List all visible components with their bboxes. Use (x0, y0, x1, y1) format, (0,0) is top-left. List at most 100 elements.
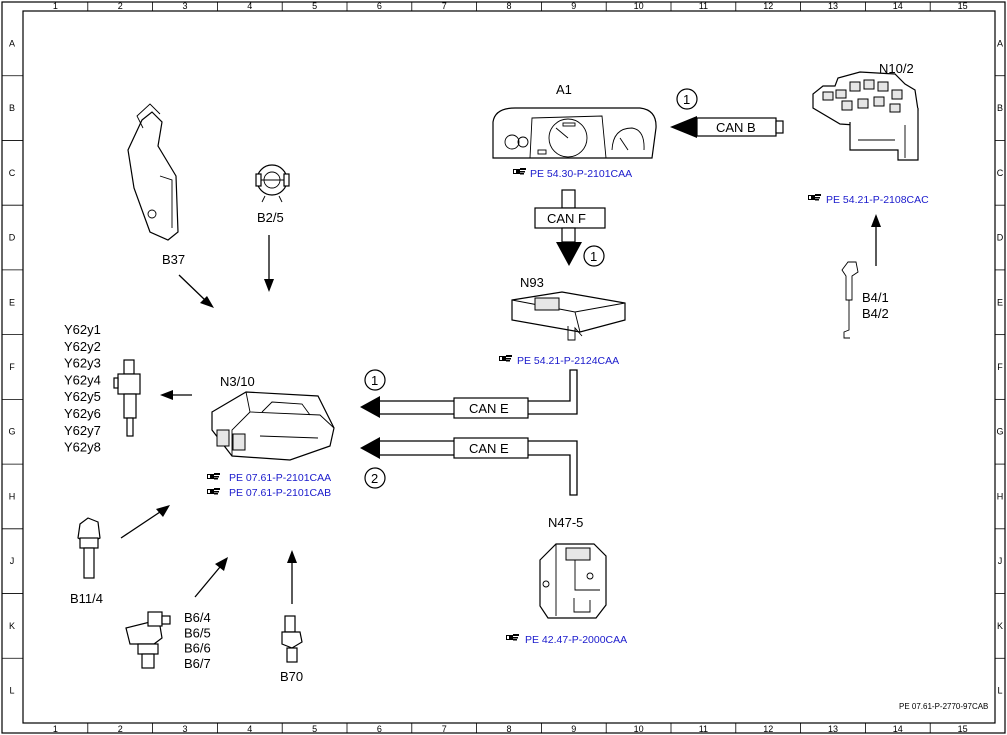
n3-10-reference-text-b: PE 07.61-P-2101CAB (229, 487, 331, 499)
grid-column-label: 6 (377, 1, 382, 11)
n3-10-reference-link-a[interactable]: PE 07.61-P-2101CAA (207, 472, 331, 484)
n10-2-label: N10/2 (879, 61, 914, 76)
b70-label: B70 (280, 669, 303, 684)
grid-column-label: 1 (53, 724, 58, 734)
grid-row-label: B (9, 103, 15, 113)
grid-column-label: 8 (506, 724, 511, 734)
grid-column-label: 2 (118, 724, 123, 734)
n93-reference-text: PE 54.21-P-2124CAA (517, 355, 619, 367)
b37-pedal-value-sensor[interactable]: B37 (127, 103, 214, 308)
a1-instrument-cluster[interactable]: A1 (492, 82, 657, 159)
grid-row-label: J (998, 556, 1003, 566)
grid-row-label: G (996, 427, 1003, 437)
svg-text:2: 2 (371, 471, 378, 486)
marker-2-can-e: 2 (364, 467, 386, 489)
grid-row-label: H (9, 492, 16, 502)
grid-column-label: 3 (182, 724, 187, 734)
n93-reference-link[interactable]: PE 54.21-P-2124CAA (499, 355, 619, 367)
a1-reference-text: PE 54.30-P-2101CAA (530, 168, 632, 180)
y62-label: Y62y3 (64, 356, 101, 371)
n3-10-reference-link-b[interactable]: PE 07.61-P-2101CAB (207, 487, 331, 499)
n3-10-engine-control-unit[interactable]: N3/10 (211, 374, 335, 461)
grid-row-label: D (997, 233, 1004, 243)
n47-5-esp-control-unit[interactable]: N47-5 (539, 515, 607, 619)
grid-column-label: 1 (53, 1, 58, 11)
pointing-hand-icon (207, 473, 220, 480)
grid-column-label: 5 (312, 724, 317, 734)
b6-label: B6/5 (184, 625, 211, 640)
n47-5-label: N47-5 (548, 515, 583, 530)
can-e-connection-2[interactable]: CAN E (360, 437, 578, 496)
can-e-label-1: CAN E (469, 401, 509, 416)
pointing-hand-icon (808, 194, 821, 201)
b11-4-label: B11/4 (70, 591, 103, 606)
n10-2-reference-link[interactable]: PE 54.21-P-2108CAC (808, 194, 929, 206)
y62-label: Y62y6 (64, 406, 101, 421)
n93-central-gateway[interactable]: N93 (511, 275, 626, 341)
b6-label: B6/4 (184, 610, 211, 625)
grid-column-label: 12 (763, 724, 773, 734)
b37-label: B37 (162, 252, 185, 267)
grid-row-label: F (9, 362, 15, 372)
b2-5-air-mass-sensor[interactable]: B2/5 (255, 164, 290, 292)
y62-label: Y62y5 (64, 389, 101, 404)
a1-label: A1 (556, 82, 572, 97)
grid-row-label: C (997, 168, 1004, 178)
y62-label: Y62y8 (64, 440, 101, 455)
grid-row-label: E (9, 297, 15, 307)
grid-column-label: 7 (442, 724, 447, 734)
grid-row-label: L (997, 686, 1002, 696)
marker-1-can-b: 1 (676, 88, 698, 110)
n10-2-sam-module[interactable]: N10/2 (812, 61, 919, 161)
grid-column-label: 4 (247, 724, 252, 734)
svg-text:1: 1 (590, 249, 597, 264)
pointing-hand-icon (499, 355, 512, 362)
grid-column-label: 6 (377, 724, 382, 734)
grid-column-label: 3 (182, 1, 187, 11)
grid-row-label: J (10, 556, 15, 566)
grid-column-label: 7 (442, 1, 447, 11)
grid-column-label: 9 (571, 724, 576, 734)
grid-column-label: 9 (571, 1, 576, 11)
b4-fuel-level-sensors[interactable]: B4/1 B4/2 (841, 214, 889, 339)
n47-5-reference-text: PE 42.47-P-2000CAA (525, 634, 627, 646)
b6-label: B6/6 (184, 641, 211, 656)
grid-row-label: L (9, 686, 14, 696)
b70-crankshaft-sensor[interactable]: B70 (280, 550, 303, 684)
grid-column-label: 10 (634, 724, 644, 734)
b11-4-coolant-temperature-sensor[interactable]: B11/4 (70, 505, 170, 606)
n3-10-reference-text-a: PE 07.61-P-2101CAA (229, 472, 331, 484)
grid-row-label: G (8, 427, 15, 437)
n47-5-reference-link[interactable]: PE 42.47-P-2000CAA (506, 634, 627, 646)
can-f-label: CAN F (547, 211, 586, 226)
can-b-connection[interactable]: CAN B (670, 116, 784, 138)
n93-label: N93 (520, 275, 544, 290)
b6-camshaft-sensors[interactable]: B6/4B6/5B6/6B6/7 (125, 557, 228, 671)
y62-label: Y62y7 (64, 423, 101, 438)
a1-reference-link[interactable]: PE 54.30-P-2101CAA (513, 168, 632, 180)
grid-column-label: 2 (118, 1, 123, 11)
can-b-label: CAN B (716, 120, 756, 135)
pointing-hand-icon (506, 634, 519, 641)
grid-column-label: 15 (958, 724, 968, 734)
can-e-connection-1[interactable]: CAN E (360, 369, 578, 419)
b6-label-list: B6/4B6/5B6/6B6/7 (184, 610, 211, 671)
grid-column-label: 11 (699, 724, 708, 734)
can-f-connection[interactable]: CAN F (534, 189, 606, 266)
grid-row-label: K (997, 621, 1003, 631)
b2-5-label: B2/5 (257, 210, 284, 225)
grid-column-label: 4 (247, 1, 252, 11)
grid-column-label: 14 (893, 1, 903, 11)
pointing-hand-icon (207, 488, 220, 495)
grid-column-label: 10 (634, 1, 644, 11)
b6-label: B6/7 (184, 656, 211, 671)
grid-row-label: E (997, 297, 1003, 307)
